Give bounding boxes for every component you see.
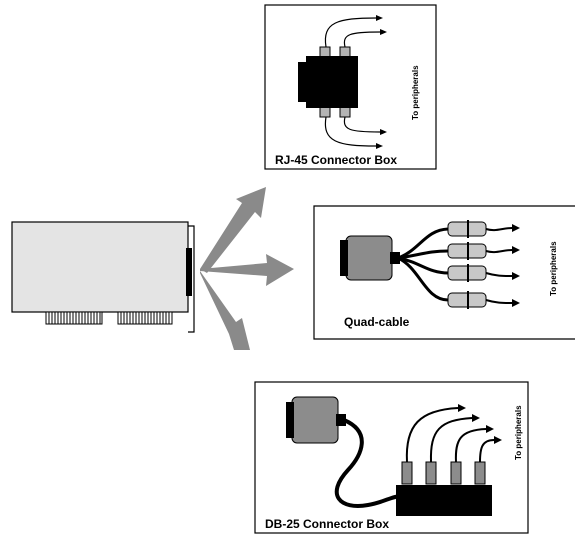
- arrow-to-quad: [200, 254, 294, 286]
- db25-side-label: To peripherals: [514, 405, 523, 460]
- card-port: [186, 248, 192, 296]
- db25-connector: [291, 396, 339, 444]
- rj45-box-flange: [298, 62, 308, 102]
- rj45-panel: To peripherals RJ-45 Connector Box: [264, 4, 437, 170]
- card-board: [11, 221, 189, 313]
- rj45-caption: RJ-45 Connector Box: [275, 153, 397, 167]
- quad-caption: Quad-cable: [344, 315, 410, 329]
- arrow-to-db25: [200, 271, 250, 350]
- branch-arrows: [200, 187, 294, 350]
- rj45-side-label: To peripherals: [411, 65, 420, 120]
- arrow-to-rj45: [200, 187, 266, 273]
- db25-panel: To peripherals DB-25 Connector Box: [254, 381, 529, 534]
- db25-box-body: [396, 485, 492, 516]
- interface-card: [11, 221, 195, 333]
- card-edge-connector: [45, 311, 173, 325]
- quad-panel: To peripherals Quad-cable: [313, 205, 575, 340]
- quad-connector: [345, 235, 393, 281]
- db25-cable: [334, 418, 403, 508]
- db25-caption: DB-25 Connector Box: [265, 517, 389, 531]
- rj45-box-body: [306, 56, 358, 108]
- card-bracket: [188, 225, 195, 333]
- quad-side-label: To peripherals: [549, 241, 558, 296]
- db25-plugs: [401, 461, 486, 485]
